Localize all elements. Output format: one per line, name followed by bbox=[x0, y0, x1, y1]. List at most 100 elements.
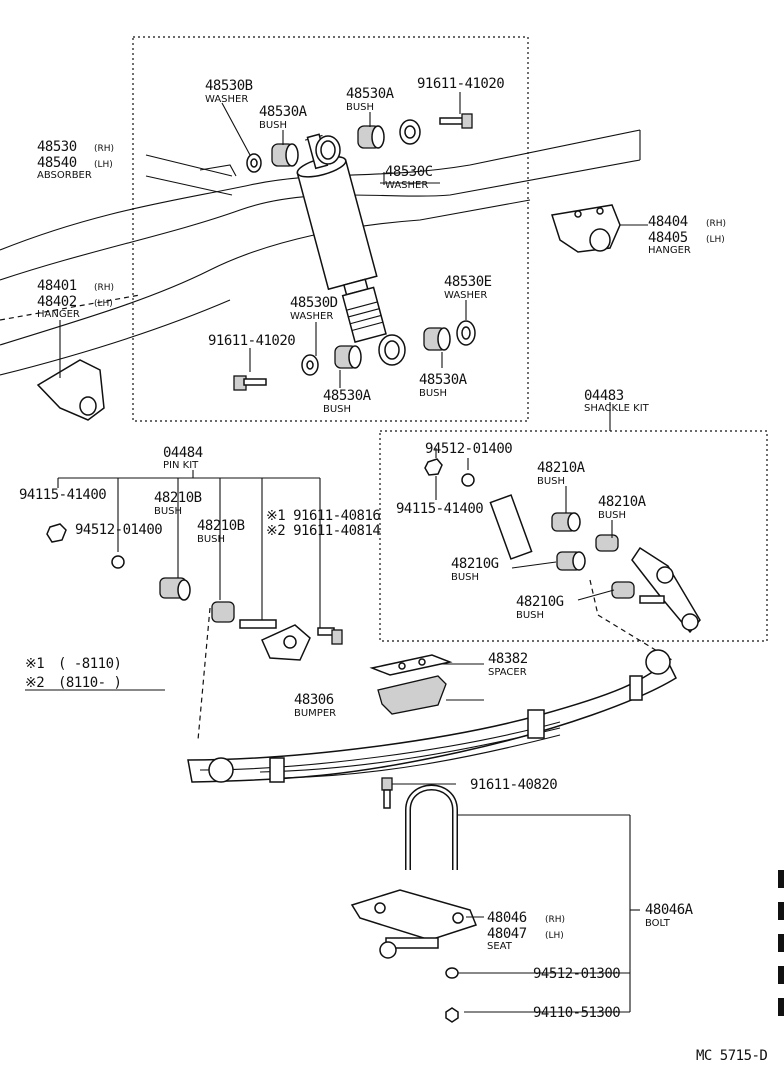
label-bush-48210a-2: 48210A BUSH bbox=[598, 494, 647, 521]
label-bolt-lower: 91611-41020 bbox=[208, 333, 295, 349]
svg-text:48402: 48402 bbox=[37, 294, 77, 310]
svg-text:48046A: 48046A bbox=[645, 902, 694, 918]
label-shackle-nut: 94115-41400 bbox=[396, 501, 483, 517]
svg-text:48404: 48404 bbox=[648, 214, 688, 230]
label-note2: ※2 (8110- ) bbox=[25, 675, 122, 691]
hanger-front-part bbox=[551, 204, 621, 253]
center-bolt-part bbox=[381, 777, 393, 809]
svg-text:BUSH: BUSH bbox=[323, 404, 351, 415]
svg-text:48530D: 48530D bbox=[290, 295, 338, 311]
label-washer-48530d: 48530D WASHER bbox=[290, 295, 338, 322]
leaf-spring bbox=[187, 649, 677, 783]
label-washer-pin: 94512-01400 bbox=[75, 522, 162, 538]
label-bush-48210g-2: 48210G BUSH bbox=[516, 594, 564, 621]
bush-48530a-top2-part bbox=[357, 125, 385, 149]
svg-text:(LH): (LH) bbox=[94, 299, 113, 309]
svg-text:04484: 04484 bbox=[163, 445, 203, 461]
label-nut-pin: 94115-41400 bbox=[19, 487, 106, 503]
svg-text:HANGER: HANGER bbox=[37, 309, 80, 320]
label-hanger-front: 48404 (RH) 48405 (LH) HANGER bbox=[648, 214, 726, 256]
hanger-rear-part bbox=[36, 359, 105, 421]
label-bolt-816: ※1 91611-40816 bbox=[266, 508, 380, 524]
washer-48530b-part bbox=[246, 153, 262, 173]
shackle-dash-1 bbox=[589, 579, 599, 616]
leader-lines bbox=[59, 92, 648, 918]
svg-text:48210G: 48210G bbox=[451, 556, 499, 572]
svg-text:BUSH: BUSH bbox=[154, 506, 182, 517]
washer-u-part bbox=[445, 967, 459, 979]
svg-text:(LH): (LH) bbox=[706, 235, 725, 245]
svg-text:HANGER: HANGER bbox=[648, 245, 691, 256]
svg-text:BUSH: BUSH bbox=[537, 476, 565, 487]
svg-text:48210A: 48210A bbox=[537, 460, 586, 476]
svg-text:48210B: 48210B bbox=[154, 490, 202, 506]
svg-text:※1: ※1 bbox=[25, 656, 44, 672]
label-center-bolt: 91611-40820 bbox=[470, 777, 557, 793]
svg-text:(RH): (RH) bbox=[545, 915, 565, 925]
svg-text:04483: 04483 bbox=[584, 388, 624, 404]
absorber-upper-collar bbox=[315, 135, 341, 165]
pin-kit-bracket bbox=[57, 470, 321, 630]
u-bolt-bracket bbox=[458, 814, 640, 1013]
label-bolt-814: ※2 91611-40814 bbox=[266, 523, 380, 539]
svg-text:WASHER: WASHER bbox=[385, 180, 428, 191]
svg-text:48530A: 48530A bbox=[259, 104, 308, 120]
svg-text:ABSORBER: ABSORBER bbox=[37, 170, 92, 181]
pin-kit-parts bbox=[46, 523, 343, 661]
label-nut-u: 94110-51300 bbox=[533, 1005, 620, 1021]
svg-text:BUSH: BUSH bbox=[598, 510, 626, 521]
label-bush-48210a-1: 48210A BUSH bbox=[537, 460, 586, 487]
svg-text:48405: 48405 bbox=[648, 230, 688, 246]
label-washer-48530b: 48530B WASHER bbox=[205, 78, 253, 105]
svg-text:48210B: 48210B bbox=[197, 518, 245, 534]
svg-text:48401: 48401 bbox=[37, 278, 77, 294]
washer-48530c-part bbox=[399, 119, 421, 145]
bolt-lower-part bbox=[233, 375, 267, 391]
svg-text:WASHER: WASHER bbox=[444, 290, 487, 301]
spacer-part bbox=[369, 654, 453, 676]
shackle-parts bbox=[424, 458, 701, 634]
svg-text:48382: 48382 bbox=[488, 651, 528, 667]
svg-text:48530C: 48530C bbox=[385, 164, 433, 180]
diagram-code: MC 5715-D bbox=[696, 1048, 767, 1064]
u-bolt-part bbox=[405, 784, 458, 870]
svg-text:(8110- ): (8110- ) bbox=[58, 675, 121, 691]
svg-text:(LH): (LH) bbox=[94, 160, 113, 170]
svg-text:WASHER: WASHER bbox=[205, 94, 248, 105]
svg-text:(RH): (RH) bbox=[94, 283, 114, 293]
label-bush-48530a-low2: 48530A BUSH bbox=[419, 372, 468, 399]
svg-text:48540: 48540 bbox=[37, 155, 77, 171]
svg-text:48530A: 48530A bbox=[346, 86, 395, 102]
label-bolt-top: 91611-41020 bbox=[417, 76, 504, 92]
svg-text:(RH): (RH) bbox=[94, 144, 114, 154]
label-bush-48530a-top: 48530A BUSH bbox=[259, 104, 308, 131]
svg-text:( -8110): ( -8110) bbox=[58, 656, 121, 672]
svg-text:(RH): (RH) bbox=[706, 219, 726, 229]
svg-text:48530A: 48530A bbox=[419, 372, 468, 388]
frame-rail bbox=[0, 129, 641, 376]
bush-48530a-low1-part bbox=[334, 345, 362, 369]
bumper-part bbox=[377, 675, 447, 715]
svg-text:BUSH: BUSH bbox=[346, 102, 374, 113]
label-shackle-kit: 04483 SHACKLE KIT bbox=[584, 388, 650, 414]
svg-text:BUSH: BUSH bbox=[516, 610, 544, 621]
nut-u-part bbox=[445, 1007, 459, 1023]
svg-text:48306: 48306 bbox=[294, 692, 334, 708]
label-bush-48210b-2: 48210B BUSH bbox=[197, 518, 245, 545]
washer-48530d-part bbox=[301, 354, 319, 376]
label-bush-48530a-top2: 48530A BUSH bbox=[346, 86, 395, 113]
bush-48530a-low2-part bbox=[423, 327, 451, 351]
label-washer-u: 94512-01300 bbox=[533, 966, 620, 982]
absorber-kit-box bbox=[132, 36, 529, 422]
svg-text:48210G: 48210G bbox=[516, 594, 564, 610]
absorber-lower-eye bbox=[378, 334, 406, 366]
pin-dash-line bbox=[197, 607, 211, 741]
label-seat: 48046 (RH) 48047 (LH) SEAT bbox=[487, 910, 565, 952]
washer-48530e-part bbox=[456, 320, 476, 346]
label-bush-48530a-low1: 48530A BUSH bbox=[323, 388, 372, 415]
label-washer-48530e: 48530E WASHER bbox=[444, 274, 492, 301]
svg-text:48530: 48530 bbox=[37, 139, 77, 155]
bush-48530a-top-part bbox=[271, 143, 299, 167]
label-note1: ※1 ( -8110) bbox=[25, 656, 122, 672]
